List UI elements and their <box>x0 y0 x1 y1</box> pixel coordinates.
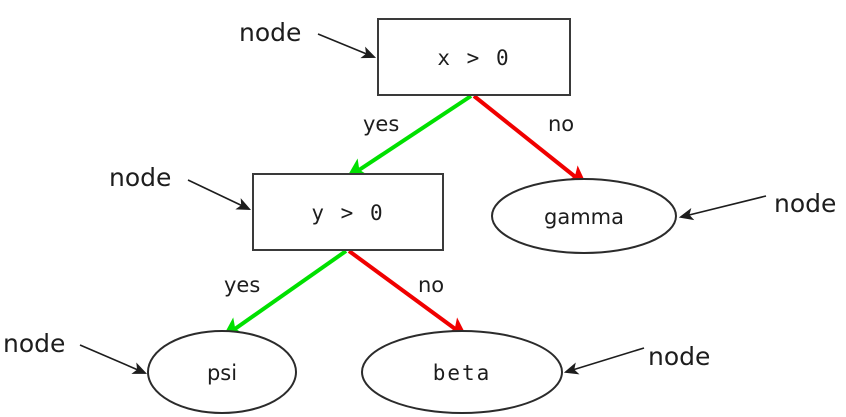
annotation-inner-arrow <box>187 179 252 210</box>
node-psi[interactable]: psi <box>147 330 297 414</box>
edge-group <box>222 94 588 339</box>
annotation-root-arrow <box>317 33 377 59</box>
annotation-root: node <box>239 18 377 59</box>
annotation-group: node node node node node <box>3 18 836 375</box>
annotation-root-label: node <box>239 18 301 47</box>
node-beta[interactable]: beta <box>361 330 563 414</box>
edge-root-no <box>472 94 588 187</box>
annotation-beta-arrow <box>563 347 645 375</box>
edge-label-group: yes no yes no <box>224 112 574 297</box>
node-root-rect[interactable] <box>377 18 571 96</box>
annotation-gamma: node <box>678 189 836 221</box>
annotation-psi-label: node <box>3 329 65 358</box>
annotation-inner: node <box>109 163 252 210</box>
node-root-label: x > 0 <box>437 46 510 70</box>
edge-label-root-yes: yes <box>363 112 399 136</box>
annotation-beta-label: node <box>648 342 710 371</box>
edge-label-inner-no: no <box>418 273 444 297</box>
node-psi-ellipse[interactable] <box>147 330 297 414</box>
node-psi-label: psi <box>207 361 237 385</box>
edge-root-yes <box>345 94 473 179</box>
annotation-psi-arrow <box>79 344 148 374</box>
node-gamma-ellipse[interactable] <box>491 178 677 254</box>
node-inner[interactable]: y > 0 <box>252 173 444 251</box>
edge-inner-yes <box>222 249 348 338</box>
node-root[interactable]: x > 0 <box>377 18 571 96</box>
node-gamma-label: gamma <box>544 205 624 229</box>
annotation-inner-label: node <box>109 163 171 192</box>
node-inner-rect[interactable] <box>252 173 444 251</box>
annotation-psi: node <box>3 329 148 374</box>
node-inner-label: y > 0 <box>311 201 384 225</box>
edge-inner-no <box>347 249 468 339</box>
node-beta-label: beta <box>433 361 492 385</box>
node-gamma[interactable]: gamma <box>491 178 677 254</box>
annotation-beta: node <box>563 342 710 375</box>
annotation-gamma-label: node <box>774 189 836 218</box>
annotation-gamma-arrow <box>678 195 767 221</box>
edge-label-inner-yes: yes <box>224 273 260 297</box>
edge-label-root-no: no <box>548 112 574 136</box>
node-beta-ellipse[interactable] <box>361 330 563 414</box>
